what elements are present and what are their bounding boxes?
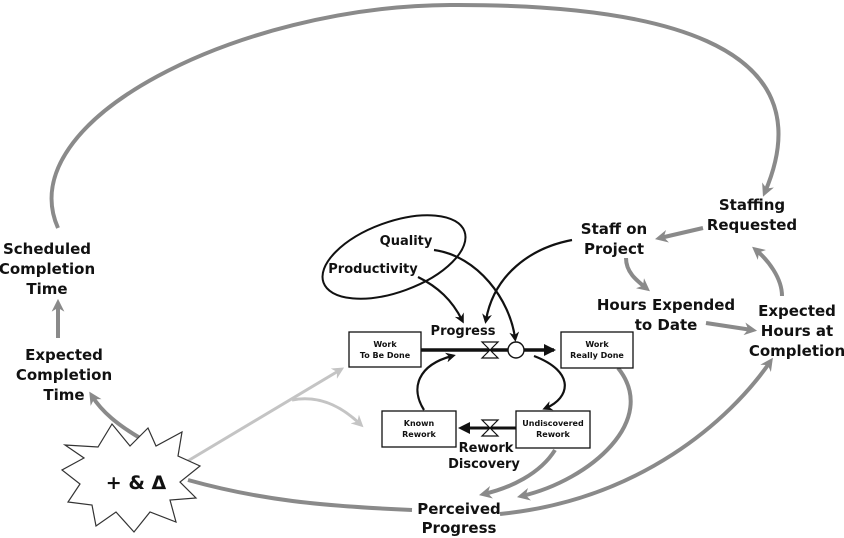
stock-work-really-done-l2: Really Done [570,351,624,360]
progress-label: Progress [431,324,496,339]
staffing-requested-l2: Requested [707,216,797,234]
expected-hours-l3: Completion [749,342,844,360]
stock-work-to-be-done-l2: To Be Done [360,351,411,360]
hours-expended-l1: Hours Expended [597,296,735,314]
shock-label: + & Δ [106,472,167,494]
scheduled-completion-time-l3: Time [26,280,67,298]
stock-known-rework-l1: Known [404,419,435,428]
stock-undiscovered-rework-l2: Rework [536,430,570,439]
stock-work-really-done [560,331,634,369]
rework-discovery-l1: Rework [459,441,514,456]
expected-hours-l2: Hours at [761,322,833,340]
arrow-hours-to-expected-hours [705,321,758,336]
shock-starburst [60,422,202,533]
shock-arrow-to-stocks [185,367,345,464]
arrow-productivity-to-progress [417,276,464,324]
stock-work-to-be-done [348,331,422,368]
expected-completion-time-l1: Expected [25,346,103,364]
stock-known-rework [381,410,457,448]
scheduled-completion-time-l2: Completion [0,260,95,278]
arrow-expected-hours-to-staffing [752,246,784,297]
flow-known-rework-to-work [416,352,456,411]
flow-error-to-undiscovered [533,354,566,411]
productivity-label: Productivity [328,262,418,277]
arrow-quality-to-rate [433,248,520,342]
progress-valve [480,341,500,359]
quality-productivity-ellipse [321,214,467,300]
expected-completion-time-l3: Time [43,386,84,404]
arrow-staffing-to-staff [655,226,704,243]
perceived-progress-l1: Perceived [417,500,500,518]
staff-on-project-l1: Staff on [581,220,647,238]
perceived-progress-l2: Progress [422,519,497,537]
expected-hours-l1: Expected [758,302,836,320]
arrow-shock-to-perceived [187,478,413,512]
stock-work-really-done-l1: Work [585,340,609,349]
rework-generation-converter [507,341,525,359]
rework-discovery-head [458,422,470,434]
shock-arrow-branch [291,397,364,428]
loop-arrow-scheduled-to-staffing [49,2,781,229]
arrow-undiscovered-to-perceived [479,448,557,499]
quality-label: Quality [380,234,433,249]
stock-known-rework-l2: Rework [402,430,436,439]
stock-undiscovered-rework [515,410,591,449]
rework-discovery-l2: Discovery [448,457,520,472]
stock-work-to-be-done-l1: Work [373,340,397,349]
staff-on-project-l2: Project [584,240,644,258]
arrow-perceived-to-expected-hours [499,357,773,516]
arrow-staff-to-progress [482,238,573,324]
stock-undiscovered-rework-l1: Undiscovered [522,419,584,428]
hours-expended-l2: to Date [635,316,698,334]
scheduled-completion-time-l1: Scheduled [3,240,91,258]
staffing-requested-l1: Staffing [719,196,785,214]
arrow-staff-to-hours [624,257,650,292]
expected-completion-time-l2: Completion [16,366,112,384]
arrow-shock-to-expected-time [89,391,142,440]
progress-flow-head [544,344,556,356]
arrow-really-done-to-perceived [517,366,633,501]
rework-discovery-valve [480,419,500,437]
